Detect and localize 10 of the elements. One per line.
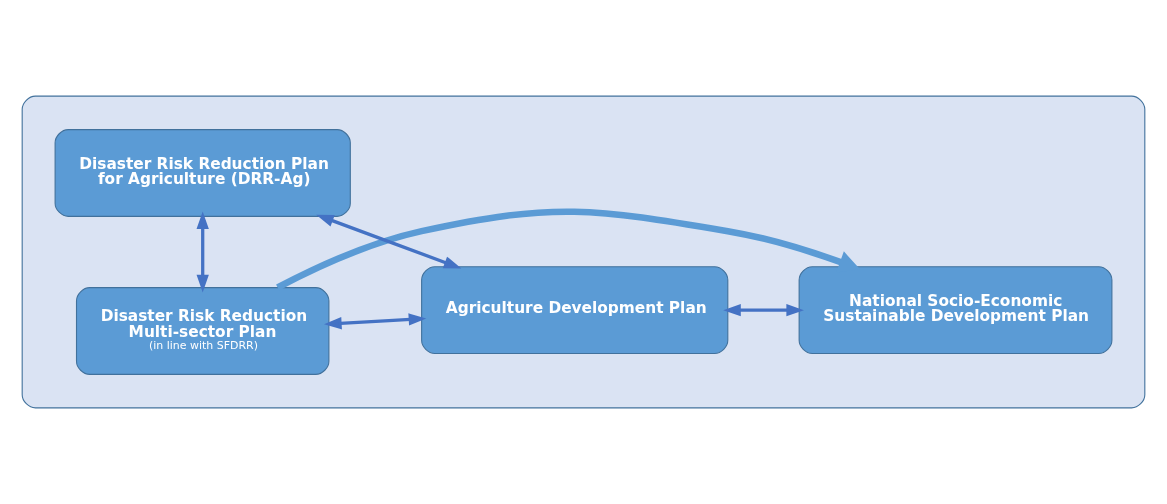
arrow (276, 208, 861, 291)
node-box: Agriculture Development Plan (421, 266, 729, 355)
node-box: National Socio-Economic Sustainable Development Plan (798, 266, 1113, 355)
arrow (324, 313, 427, 330)
node-box: Disaster Risk Reduction Multi-sector Plan (in line with SFDRR) (75, 287, 330, 375)
cluster (21, 95, 1146, 409)
arrow (196, 211, 209, 293)
node-box: Disaster Risk Reduction Plan for Agriculture (DRR-Ag) (54, 129, 351, 217)
arrow (723, 304, 804, 317)
arrow (316, 214, 462, 269)
